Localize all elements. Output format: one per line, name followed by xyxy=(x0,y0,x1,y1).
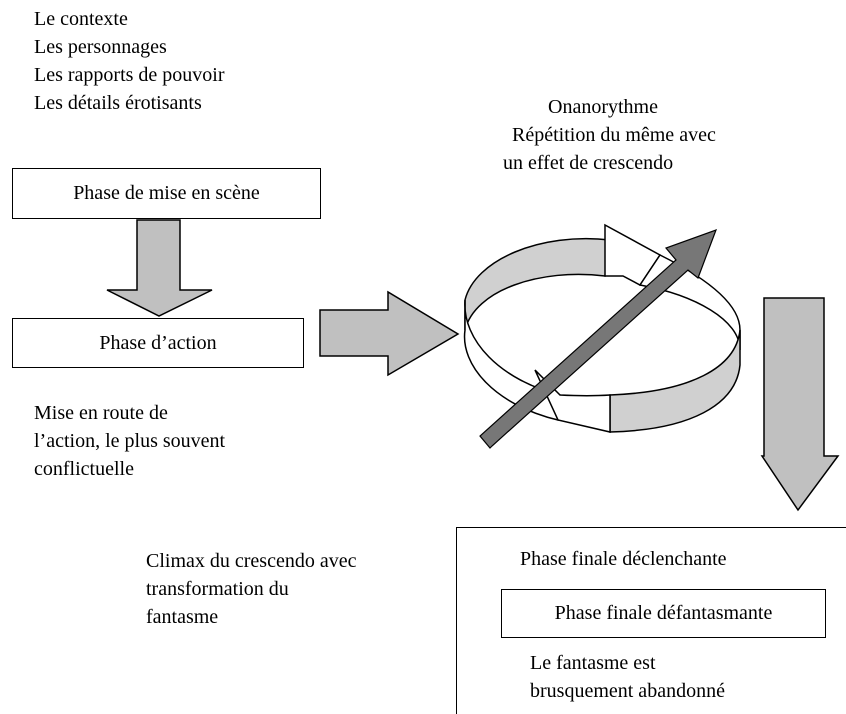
down-arrow-to-action xyxy=(106,219,213,317)
characters-item: Les personnages xyxy=(34,36,167,58)
action-description-line: conflictuelle xyxy=(34,458,134,480)
onanorythme-title: Onanorythme xyxy=(548,96,658,118)
cycle-crescendo-icon xyxy=(463,223,741,449)
action-description-line: Mise en route de xyxy=(34,402,168,424)
phase-mise-en-scene-label: Phase de mise en scène xyxy=(73,182,260,204)
climax-line: transformation du xyxy=(146,578,289,600)
phase-finale-declenchante-label: Phase finale déclenchante xyxy=(520,548,727,570)
phase-finale-container xyxy=(456,527,846,714)
down-arrow-to-final xyxy=(760,297,840,512)
climax-line: fantasme xyxy=(146,606,219,628)
climax-line: Climax du crescendo avec xyxy=(146,550,357,572)
phase-finale-defantasmante-label: Phase finale défantasmante xyxy=(554,602,773,624)
abandon-line: brusquement abandonné xyxy=(530,680,725,702)
action-description-line: l’action, le plus souvent xyxy=(34,430,226,452)
right-arrow-to-cycle xyxy=(319,290,460,377)
phase-mise-en-scene-box: Phase de mise en scène xyxy=(12,168,321,219)
onanorythme-line: Répétition du même avec xyxy=(512,124,716,146)
erotic-details-item: Les détails érotisants xyxy=(34,92,202,114)
phase-finale-defantasmante-box: Phase finale défantasmante xyxy=(501,589,826,638)
phase-action-label: Phase d’action xyxy=(99,331,217,354)
phase-action-box: Phase d’action xyxy=(12,318,304,368)
power-relations-item: Les rapports de pouvoir xyxy=(34,64,225,86)
abandon-line: Le fantasme est xyxy=(530,652,656,674)
onanorythme-line: un effet de crescendo xyxy=(503,152,674,174)
context-item: Le contexte xyxy=(34,8,128,30)
